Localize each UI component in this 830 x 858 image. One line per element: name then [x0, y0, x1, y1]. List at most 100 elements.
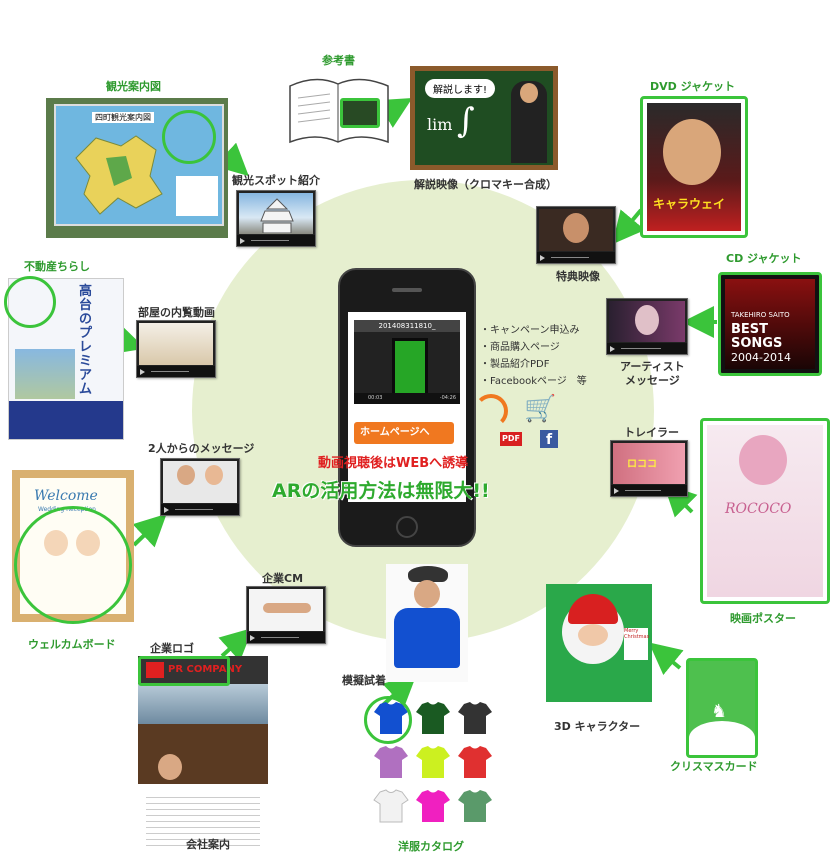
label-company-logo: 企業ロゴ: [150, 642, 194, 655]
brochure-text-block: [146, 792, 260, 848]
label-reference-book: 参考書: [322, 54, 355, 67]
map-heading: 四町観光案内図: [92, 112, 154, 123]
dvd-title: キャラウェイ: [653, 197, 726, 211]
cart-icon: 🛒: [524, 394, 557, 424]
poster-figure: [739, 435, 787, 485]
phone-screen: 201408311810_ 00:03 -04:26 ホームページへ: [348, 312, 466, 502]
label-couple-message: 2人からのメッセージ: [148, 442, 255, 455]
tshirt-darkgreen[interactable]: [416, 702, 450, 734]
santa-3d-image: Merry Christmas: [546, 584, 652, 702]
label-cd-jacket: CD ジャケット: [726, 252, 802, 265]
dvd-jacket-image: キャラウェイ: [640, 96, 748, 238]
menu-item-campaign: ・キャンペーン申込み: [480, 325, 580, 336]
shirt-highlight-ring: [364, 696, 412, 744]
tshirt-red[interactable]: [458, 746, 492, 778]
tshirt-black[interactable]: [458, 702, 492, 734]
pdf-icon: PDF: [500, 432, 522, 446]
flyer-title: 高台のプレミアム: [79, 284, 93, 397]
poster-title: ROCOCO: [725, 501, 792, 517]
artist-message-video[interactable]: [606, 298, 688, 355]
company-logo-icon: [146, 662, 164, 678]
castle-icon: [260, 198, 294, 233]
dvd-face: [663, 119, 721, 185]
headline-red: 動画視聴後はWEBへ誘導: [318, 456, 469, 471]
cd-artist: TAKEHIRO SAITO: [731, 311, 790, 319]
redirect-arrow-icon: [474, 394, 508, 428]
label-dvd-jacket: DVD ジャケット: [650, 80, 736, 93]
cd-jacket-image: TAKEHIRO SAITO BEST SONGS 2004-2014: [718, 272, 822, 376]
video-title: 201408311810_: [354, 320, 460, 332]
smartphone: 201408311810_ 00:03 -04:26 ホームページへ: [338, 268, 476, 547]
model-shirt: [394, 608, 460, 668]
label-bonus-video: 特典映像: [556, 270, 600, 283]
cd-title: BEST SONGS: [731, 322, 783, 351]
tshirt-lime[interactable]: [416, 746, 450, 778]
bonus-video[interactable]: [536, 206, 616, 264]
home-button[interactable]: [396, 516, 418, 538]
label-explain-video: 解説映像（クロマキー合成）: [414, 178, 557, 191]
trailer-title: ロココ: [627, 459, 657, 470]
label-real-estate-flyer: 不動産ちらし: [24, 260, 90, 273]
menu-item-facebook: ・Facebookページ 等: [480, 376, 587, 387]
label-welcome-board: ウェルカムボード: [28, 638, 116, 651]
chalkboard-video[interactable]: 解説します! lim ∫: [410, 66, 558, 170]
video-controls[interactable]: [237, 235, 315, 246]
speech-bubble: 解説します!: [425, 79, 496, 98]
company-name: PR COMPANY: [168, 664, 243, 675]
tshirt-pink[interactable]: [416, 790, 450, 822]
presenter-figure: [511, 81, 547, 163]
logo-highlight-box: [138, 656, 230, 686]
label-try-on: 模擬試着: [342, 674, 386, 687]
menu-item-shop: ・商品購入ページ: [480, 342, 560, 353]
flyer-building: [15, 349, 75, 399]
model-photo: [386, 564, 468, 682]
label-3d-character: 3D キャラクター: [554, 720, 641, 733]
xmas-card-small: Merry Christmas: [624, 628, 649, 660]
welcome-highlight-ring: [14, 506, 132, 624]
arrow-welcome: [132, 513, 167, 548]
homepage-button[interactable]: ホームページへ: [354, 422, 454, 444]
reindeer-icon: ♞: [711, 701, 728, 722]
label-christmas-card: クリスマスカード: [670, 760, 758, 773]
christmas-card-image: ♞: [686, 658, 758, 758]
arrow-xmas: [648, 642, 684, 676]
label-company-cm: 企業CM: [262, 572, 304, 585]
arrow-logo: [218, 627, 253, 662]
company-brochure: PR COMPANY: [138, 656, 268, 856]
tshirt-sage[interactable]: [458, 790, 492, 822]
label-tourist-spot: 観光スポット紹介: [232, 174, 320, 187]
facebook-icon: f: [540, 430, 558, 448]
label-movie-poster: 映画ポスター: [730, 612, 796, 625]
movie-poster-image: ROCOCO: [700, 418, 830, 604]
cd-years: 2004-2014: [731, 351, 791, 364]
map-land-icon: [75, 135, 163, 215]
company-cm-video[interactable]: [246, 586, 326, 644]
label-artist-message: アーティスト メッセージ: [620, 360, 685, 387]
headline-green: ARの活用方法は無限大!!: [272, 480, 490, 502]
formula-lim: lim: [427, 115, 453, 134]
tshirt-white[interactable]: [373, 789, 409, 823]
flyer-highlight-ring: [4, 276, 56, 328]
hand-icon: [263, 603, 311, 613]
ceo-photo: [158, 754, 182, 780]
menu-item-pdf: ・製品紹介PDF: [480, 359, 550, 370]
tshirt-purple[interactable]: [374, 746, 408, 778]
hat-icon: [408, 566, 448, 582]
map-legend: [176, 176, 218, 216]
phone-speaker: [392, 288, 422, 292]
couple-message-video[interactable]: [160, 458, 240, 516]
label-company-guide: 会社案内: [186, 838, 230, 851]
brochure-photo: [138, 684, 268, 724]
integral-icon: ∫: [457, 101, 475, 141]
trailer-video[interactable]: ロココ: [610, 440, 688, 497]
map-highlight-ring: [162, 110, 216, 164]
santa-hat-icon: [568, 594, 618, 624]
label-trailer: トレイラー: [624, 426, 679, 439]
film-icon: [392, 338, 428, 396]
room-video[interactable]: [136, 320, 216, 378]
arrow-dvd: [612, 208, 646, 245]
welcome-text: Welcome: [34, 488, 98, 504]
tourist-spot-video[interactable]: [236, 190, 316, 247]
label-fashion-catalog: 洋服カタログ: [398, 840, 464, 853]
phone-video-player[interactable]: 201408311810_ 00:03 -04:26: [354, 320, 460, 404]
